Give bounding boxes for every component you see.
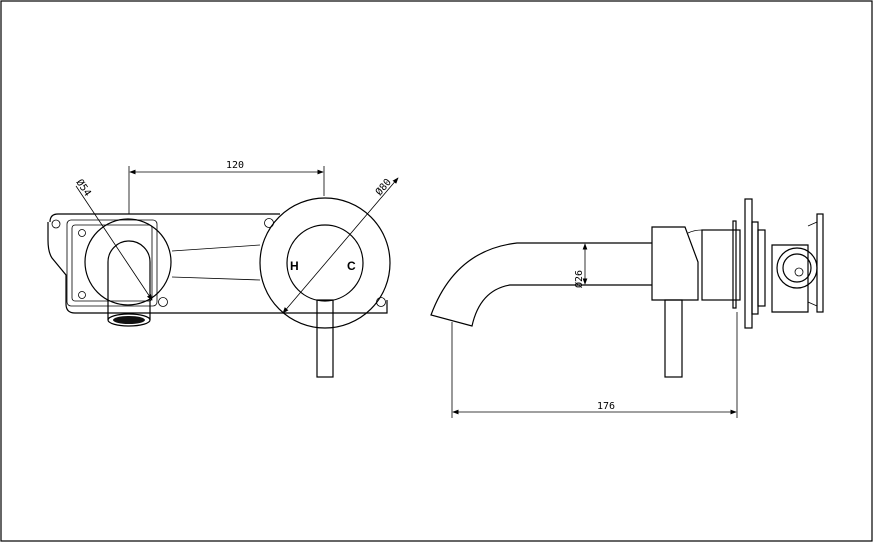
dimension-line-54 (75, 185, 153, 301)
connector-bar (171, 276, 261, 281)
mixer-lever (316, 299, 334, 378)
flange-link (807, 301, 818, 307)
spout-profile (430, 242, 652, 327)
backplate-outline (47, 213, 388, 314)
wall-plate-inner (751, 221, 759, 315)
mixer-body (651, 226, 699, 301)
dimension-54: Ø54 (74, 177, 94, 199)
connector-bar (171, 244, 261, 252)
lever-side (664, 299, 683, 378)
screw-hole (78, 291, 86, 299)
front-view: H C 120 Ø54 Ø80 (47, 160, 399, 378)
mixer-rosette (259, 197, 391, 329)
dimension-120: 120 (226, 160, 244, 171)
screw-hole (158, 297, 168, 307)
valve-neck (757, 229, 766, 307)
screw-hole (376, 297, 386, 307)
valve-port-inner (782, 253, 812, 283)
valve-body (771, 244, 809, 313)
backplate-inner (66, 219, 158, 307)
rear-flange (816, 213, 824, 313)
wall-plate (744, 198, 753, 329)
dimension-176: 176 (597, 401, 615, 412)
pin (732, 220, 737, 309)
spout-tube (107, 240, 151, 320)
backplate-recess (71, 224, 153, 302)
spout-rosette (84, 218, 172, 306)
hot-label: H (290, 259, 299, 273)
side-view: Ø26 176 (430, 198, 824, 418)
dimension-80: Ø80 (373, 176, 394, 198)
screw-hole (78, 229, 86, 237)
spout-outlet (107, 313, 151, 327)
valve-stem (794, 267, 804, 277)
aerator (113, 316, 145, 324)
body-joint (687, 229, 703, 234)
mixer-sleeve (701, 229, 741, 301)
dimension-26: Ø26 (573, 270, 585, 288)
cold-label: C (347, 259, 356, 273)
flange-link (807, 221, 818, 227)
dimension-line-80 (282, 177, 399, 314)
mount-hole (51, 219, 61, 229)
